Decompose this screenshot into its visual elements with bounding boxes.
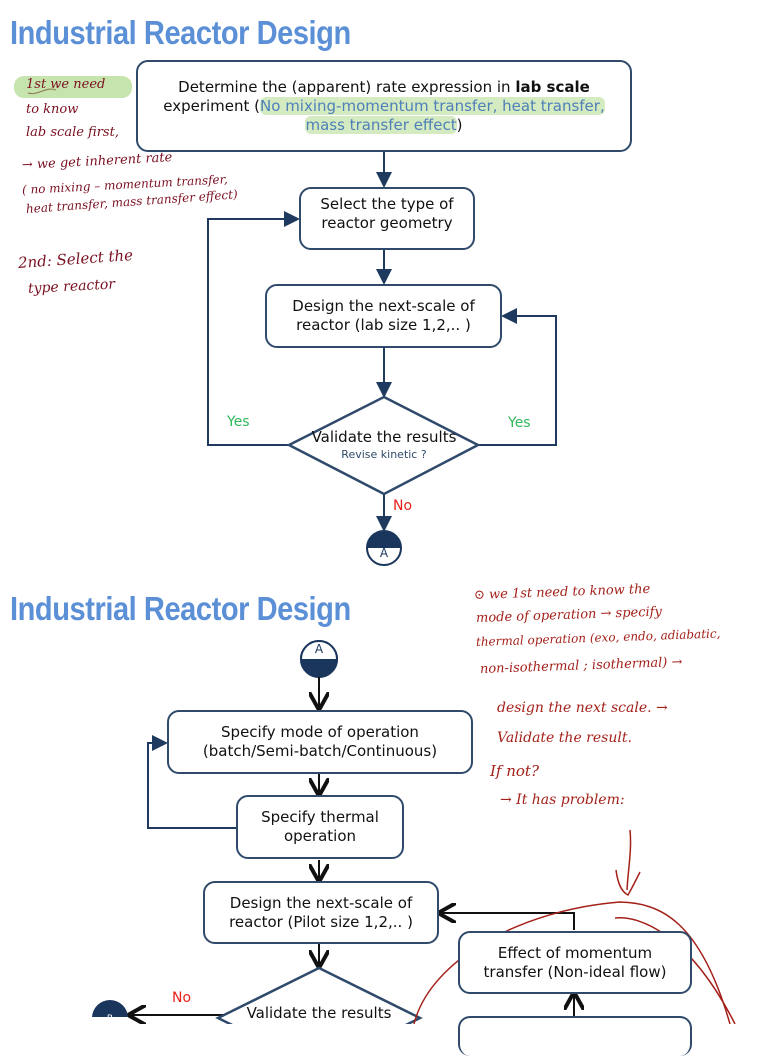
mode-line1: Specify mode of operation [221, 723, 419, 741]
rate-expression-box: Determine the (apparent) rate expression… [136, 60, 632, 152]
rate-box-line1: Determine the (apparent) rate expression… [178, 77, 516, 96]
slide2-decision-diamond [215, 966, 423, 1024]
slide1-title: Industrial Reactor Design [10, 14, 351, 51]
operation-mode-box: Specify mode of operation (batch/Semi-ba… [167, 710, 473, 774]
mode-line2: (batch/Semi-batch/Continuous) [202, 742, 438, 760]
yes-right-label: Yes [508, 415, 531, 431]
design-pilot-box: Design the next-scale of reactor (Pilot … [203, 881, 439, 944]
rate-box-highlight: No mixing-momentum transfer, heat transf… [260, 96, 605, 115]
note-highlight [14, 76, 132, 98]
slide1-connector-lines [207, 152, 557, 532]
connector-b-label: B [106, 1014, 114, 1024]
thermal-line2: operation [283, 827, 357, 845]
slide2-title: Industrial Reactor Design [10, 590, 351, 627]
connector-a-label: A [379, 546, 389, 560]
design-lab-line1: Design the next-scale of [292, 297, 475, 315]
momentum-line1: Effect of momentum [497, 943, 653, 962]
slide1-diamond-text: Validate the results Revise kinetic ? [289, 428, 479, 461]
reactor-geometry-box: Select the type of reactor geometry [299, 187, 475, 250]
design-lab-box: Design the next-scale of reactor (lab si… [265, 284, 502, 348]
flowchart-connectors [27, 88, 736, 1024]
rate-box-line2: experiment ( [163, 96, 261, 115]
rate-box-suffix: ) [456, 115, 463, 134]
connector-a-top-label: A [314, 642, 324, 656]
note-line: Validate the result. [497, 730, 632, 746]
note-line: lab scale first, [26, 125, 119, 140]
revise-kinetic-label: Revise kinetic ? [341, 448, 427, 461]
validate-results-label: Validate the results [311, 428, 457, 446]
momentum-line2: transfer (Non-ideal flow) [483, 962, 667, 981]
design-pilot-line2: reactor (Pilot size 1,2,.. ) [229, 912, 413, 931]
thermal-operation-box: Specify thermal operation [236, 795, 404, 859]
slide1-decision-diamond [286, 395, 481, 496]
next-effect-box-partial [458, 1016, 692, 1056]
slide2-connector-b-shape [92, 1000, 128, 1024]
design-lab-line2: reactor (lab size 1,2,.. ) [296, 316, 471, 334]
slide2-connector-lines [130, 677, 574, 1016]
thermal-line1: Specify thermal [261, 808, 379, 826]
yes-left-label: Yes [227, 414, 250, 430]
design-pilot-line1: Design the next-scale of [229, 893, 413, 912]
note-line: 1st we need [26, 77, 106, 92]
slide2-feedback-line [147, 735, 236, 829]
rate-box-bold: lab scale [515, 77, 590, 96]
note-line: design the next scale. → [497, 700, 668, 716]
slide2-validate-label: Validate the results [246, 1004, 392, 1022]
no-label-slide2: No [172, 990, 192, 1006]
geometry-line2: reactor geometry [321, 214, 453, 232]
momentum-transfer-box: Effect of momentum transfer (Non-ideal f… [458, 931, 692, 994]
note-line: If not? [490, 762, 540, 780]
rate-box-line3: mass transfer effect [305, 115, 457, 134]
no-label-slide1: No [393, 498, 413, 514]
note-line: to know [26, 102, 79, 117]
note-line: → It has problem: [500, 792, 625, 808]
geometry-line1: Select the type of [320, 195, 454, 213]
slide1-connector-a-shape [366, 530, 402, 566]
